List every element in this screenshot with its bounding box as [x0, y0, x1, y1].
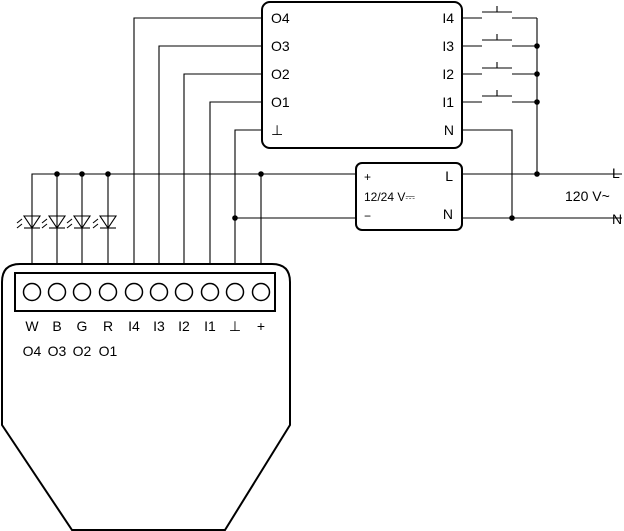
- terminal-label-i4: I4: [128, 318, 140, 334]
- led-r: [92, 215, 118, 264]
- led-g: [66, 215, 92, 264]
- relay-in-n: N: [444, 122, 454, 138]
- controller-module: W B G R I4 I3 I2 I1 ⊥ + O4 O3 O2 O1: [1, 263, 291, 531]
- dc-wires: [31, 171, 356, 264]
- relay-module: O4 O3 O2 O1 ⊥ I4 I3 I2 I1 N: [261, 1, 463, 149]
- terminal-i3: [149, 282, 169, 302]
- terminal-label-b: B: [52, 318, 61, 334]
- junction-n: [509, 215, 515, 221]
- output-label-o1: O1: [99, 343, 118, 359]
- wire-o2-i2: [183, 73, 263, 264]
- relay-output-wires: [133, 17, 263, 264]
- push-buttons: [462, 6, 540, 105]
- led-w: [16, 215, 42, 264]
- psu-minus-label: −: [364, 209, 371, 223]
- psu-plus-label: +: [364, 170, 371, 184]
- terminal-labels: W B G R I4 I3 I2 I1 ⊥ +: [25, 318, 265, 334]
- output-labels: O4 O3 O2 O1: [23, 343, 118, 359]
- relay-in-i2: I2: [442, 66, 454, 82]
- mains-l-label: L: [612, 165, 620, 181]
- output-label-o4: O4: [23, 343, 42, 359]
- junction-l: [534, 171, 540, 177]
- wire-o4-i4: [133, 17, 263, 264]
- terminal-i4: [124, 282, 144, 302]
- mains-n-label: N: [612, 211, 622, 227]
- led-strip: [16, 215, 118, 264]
- terminal-plus: [251, 282, 271, 302]
- wire-ground-relay: [234, 129, 263, 264]
- relay-out-ground: ⊥: [271, 122, 283, 138]
- terminal-label-r: R: [103, 318, 113, 334]
- terminal-label-plus: +: [257, 318, 265, 334]
- terminal-label-i1: I1: [204, 318, 216, 334]
- terminal-i1: [200, 282, 220, 302]
- terminal-label-ground: ⊥: [229, 318, 241, 334]
- wire-relay-n: [462, 129, 513, 218]
- wire-o1-i1: [209, 101, 263, 264]
- power-supply: + 12/24 V⎓ − L N: [355, 162, 463, 231]
- wire-o3-i3: [158, 45, 263, 264]
- junction-plus: [258, 171, 264, 177]
- relay-out-o4: O4: [271, 10, 290, 26]
- mains-voltage-label: 120 V~: [565, 188, 610, 204]
- terminal-label-i3: I3: [153, 318, 165, 334]
- psu-n-label: N: [443, 206, 453, 222]
- terminal-i2: [174, 282, 194, 302]
- terminal-ground: [225, 282, 245, 302]
- relay-in-i4: I4: [442, 10, 454, 26]
- switch-i3: [462, 34, 540, 49]
- led-b: [41, 215, 67, 264]
- relay-in-i3: I3: [442, 38, 454, 54]
- relay-out-o3: O3: [271, 38, 290, 54]
- switch-i1: [462, 90, 540, 105]
- switch-i4: [462, 6, 537, 19]
- relay-in-i1: I1: [442, 94, 454, 110]
- switch-i2: [462, 62, 540, 77]
- terminal-w: [22, 282, 42, 302]
- relay-out-o2: O2: [271, 66, 290, 82]
- psu-l-label: L: [445, 168, 453, 184]
- output-label-o2: O2: [73, 343, 92, 359]
- terminal-label-w: W: [25, 318, 39, 334]
- wire-plus-bus: [31, 173, 356, 230]
- terminal-screws: [22, 282, 271, 302]
- terminal-b: [47, 282, 67, 302]
- terminal-label-g: G: [77, 318, 88, 334]
- junction-minus: [232, 215, 238, 221]
- terminal-g: [72, 282, 92, 302]
- terminal-label-i2: I2: [178, 318, 190, 334]
- psu-voltage-label: 12/24 V⎓: [364, 190, 415, 204]
- terminal-r: [98, 282, 118, 302]
- output-label-o3: O3: [48, 343, 67, 359]
- relay-out-o1: O1: [271, 94, 290, 110]
